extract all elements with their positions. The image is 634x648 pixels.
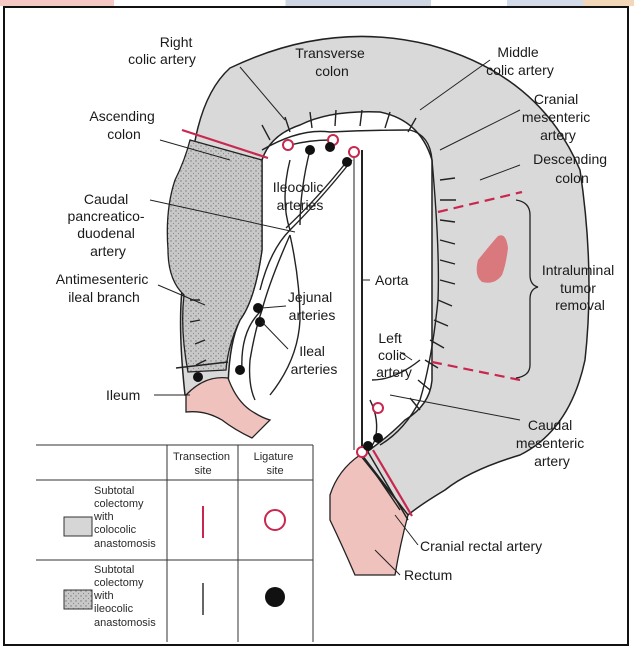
label-ileum: Ileum <box>106 387 140 403</box>
legend-row-colocolic-text: Subtotal colectomy with colocolic anasto… <box>93 485 156 550</box>
legend-ligature-filled <box>265 587 285 607</box>
legend-header-transection: Transection site <box>173 451 233 477</box>
label-cranial-rectal-artery: Cranial rectal artery <box>420 538 542 554</box>
legend-header-ligature: Ligature site <box>254 451 297 477</box>
svg-text:Subtotal: Subtotal <box>94 564 134 576</box>
label-ascending-colon: Ascending colon <box>89 108 158 142</box>
legend-ligature-open <box>265 510 285 530</box>
ileum-segment <box>186 378 270 438</box>
svg-text:colocolic: colocolic <box>94 524 137 536</box>
svg-text:with: with <box>93 511 114 523</box>
label-aorta: Aorta <box>375 272 409 288</box>
legend-swatch-ileocolic <box>64 590 92 609</box>
legend-table: Transection site Ligature site Subtotal … <box>36 445 313 642</box>
svg-text:colectomy: colectomy <box>94 577 144 589</box>
legend-row-ileocolic-text: Subtotal colectomy with ileocolic anasto… <box>93 564 156 629</box>
label-jejunal-arteries: Jejunal arteries <box>288 289 336 323</box>
svg-text:anastomosis: anastomosis <box>94 617 156 629</box>
label-right-colic-artery: Right colic artery <box>128 34 196 67</box>
label-caudal-pancreaticoduodenal-artery: Caudal pancreatico- duodenal artery <box>68 191 149 259</box>
svg-text:anastomosis: anastomosis <box>94 538 156 550</box>
label-middle-colic-artery: Middle colic artery <box>486 44 554 78</box>
svg-text:with: with <box>93 590 114 602</box>
legend-swatch-colocolic <box>64 517 92 536</box>
label-ileocolic-arteries: Ileocolic arteries <box>273 179 327 213</box>
svg-text:Subtotal: Subtotal <box>94 485 134 497</box>
label-rectum: Rectum <box>404 567 452 583</box>
svg-text:colectomy: colectomy <box>94 498 144 510</box>
label-left-colic-artery: Left colic artery <box>376 330 412 380</box>
svg-text:ileocolic: ileocolic <box>94 603 134 615</box>
label-antimesenteric-ileal-branch: Antimesenteric ileal branch <box>56 271 152 305</box>
label-ileal-arteries: Ileal arteries <box>291 343 338 377</box>
